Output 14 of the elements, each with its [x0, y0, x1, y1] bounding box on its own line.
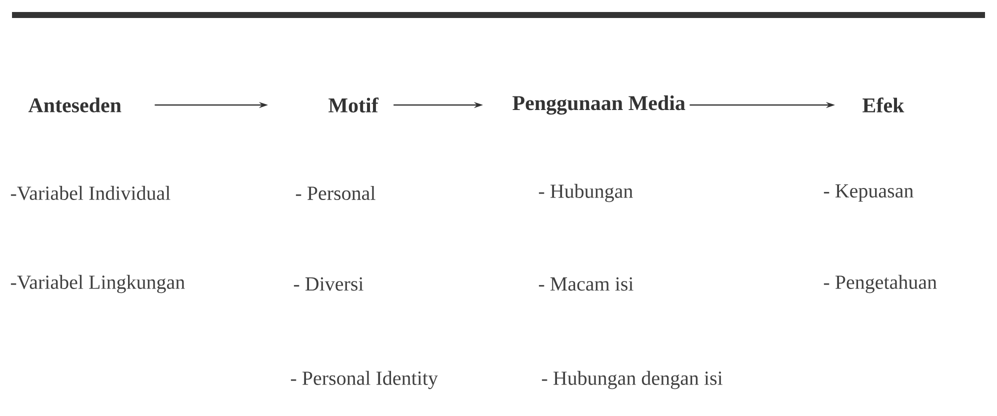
heading-text: Motif	[328, 98, 379, 112]
list-item: - Kepuasan	[824, 184, 914, 202]
heading-text: Anteseden	[28, 98, 122, 112]
list-item: - Personal Identity	[290, 370, 438, 390]
list-item: - Hubungan	[538, 184, 633, 202]
list-item: - Pengetahuan	[824, 274, 937, 294]
heading-text: Efek	[862, 98, 904, 112]
list-item: - Hubungan dengan isi	[542, 370, 722, 390]
list-item: -Variabel Lingkungan	[10, 274, 185, 294]
list-item: - Personal	[296, 186, 376, 200]
list-item: - Macam isi	[538, 277, 634, 291]
list-item: - Diversi	[294, 277, 364, 291]
list-item: -Variabel Individual	[10, 186, 170, 200]
heading-text: Penggunaan Media	[512, 95, 686, 115]
